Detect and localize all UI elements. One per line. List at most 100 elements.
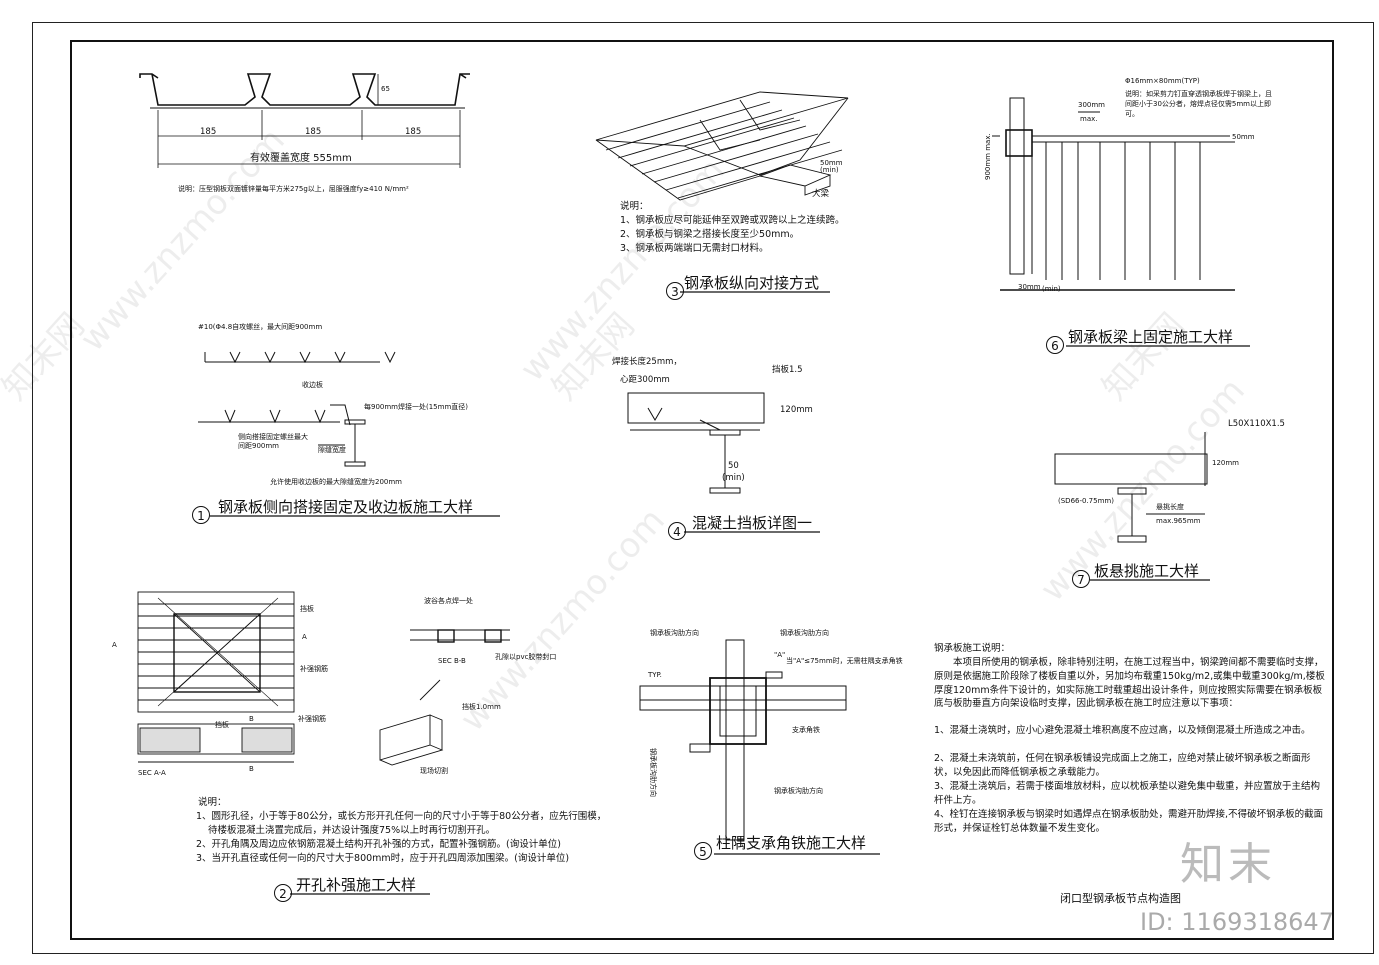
d2-note-3: 2、开孔角隅及周边应依钢筋混凝土结构开孔补强的方式，配置补强钢筋。(询设计单位): [196, 839, 561, 850]
d3-note-3: 3、钢承板两端端口无需封口材料。: [620, 243, 769, 254]
detail-7-linework: [1054, 432, 1208, 543]
deck-profile-section: [139, 73, 470, 109]
d7-title: 板悬挑施工大样: [1094, 562, 1200, 580]
d5-number: 5: [694, 842, 712, 860]
drawing-border: [70, 40, 1334, 940]
construction-note-1: 1、混凝土浇筑时，应小心避免混凝土堆积高度不应过高，以及倾倒混凝土所造成之冲击。: [934, 725, 1311, 736]
d4-dim-min2: (min): [722, 473, 745, 483]
d2-sec-aa: SEC A-A: [138, 769, 166, 777]
construction-note-intro: 本项目所使用的钢承板，除非特别注明，在施工过程当中，钢梁跨间都不需要临时支撑，原…: [934, 657, 1325, 710]
d2-note-1: 1、圆形孔径，小于等于80公分，或长方形开孔任何一向的尺寸小于等于80公分者，应…: [196, 811, 607, 822]
d6-note: 说明：如采剪力钉直穿透钢承板焊于钢梁上，且间距小于30公分者，熔焊点径仅需5mm…: [1125, 90, 1272, 118]
construction-note-2: 2、混凝土未浇筑前，任何在钢承板铺设完成面上之施工，应绝对禁止破坏钢承板之断面形…: [934, 753, 1311, 778]
profile-effective-width: 有效覆盖宽度 555mm: [250, 153, 352, 164]
d7-angle: L50X110X1.5: [1228, 419, 1285, 429]
d7-len: 悬挑长度: [1156, 503, 1184, 511]
d5-dir-3: 钢承板沟肋方向: [774, 787, 823, 795]
d3-notes-title: 说明：: [620, 201, 649, 212]
d2-cut: 现场切割: [420, 767, 448, 775]
profile-height: 65: [381, 85, 390, 93]
d5-a: "A": [774, 651, 786, 659]
d3-beam: 大梁: [812, 189, 830, 199]
d4-dim-slab: 120mm: [780, 405, 813, 415]
d1-label-gap: 隙缝宽度: [318, 446, 346, 454]
d6-dim-max: max.: [1080, 115, 1098, 123]
d2-note-2: 待楼板混凝土浇置完成后，并达设计强度75%以上时再行切割开孔。: [208, 825, 496, 836]
d6-dim-30: 30mm: [1018, 283, 1041, 291]
d2-sec-bb: SEC B-B: [438, 657, 466, 665]
d2-thick: 挡板1.0mm: [462, 703, 501, 711]
d3-dim: 50mm (min): [820, 159, 843, 174]
detail-6-linework: [992, 97, 1235, 291]
d2-rebar2: 补强钢筋: [298, 715, 326, 723]
d6-dim-min: (min): [1042, 285, 1061, 293]
d2-plate: 挡板: [300, 605, 314, 613]
d6-dim-300: 300mm: [1078, 101, 1105, 109]
deck-isometric: [595, 91, 849, 201]
d1-label-top: #10(Φ4.8自攻螺丝，最大间距900mm: [198, 323, 323, 331]
profile-dim-1: 185: [200, 127, 217, 137]
d1-title: 钢承板侧向搭接固定及收边板施工大样: [218, 498, 474, 516]
d4-plate: 挡板1.5: [772, 365, 803, 375]
d1-label-side: 侧向搭接固定螺丝最大间距900mm: [238, 433, 308, 451]
drawing-title: 闭口型钢承板节点构造图: [1060, 892, 1181, 905]
d2-rebar: 补强钢筋: [300, 665, 328, 673]
construction-note-4: 4、栓钉在连接钢承板与钢梁时如遇焊点在钢承板肋处，需避开肋焊接,不得破坏钢承板的…: [934, 809, 1324, 834]
profile-dim-2: 185: [305, 127, 322, 137]
d4-weld: 焊接长度25mm，: [612, 357, 682, 367]
d5-cond: 当"A"≤75mm时，无需柱隅支承角铁: [786, 657, 903, 665]
d5-angle: 支承角铁: [792, 726, 820, 734]
brand-logo: 知末: [1180, 839, 1276, 890]
d1-label-weld: 每900mm焊接一处(15mm直径): [364, 403, 469, 411]
construction-note-3: 3、混凝土浇筑后，若需于楼面堆放材料，应以枕板承垫以避免集中载重，并应置放于主结…: [934, 781, 1321, 806]
d1-label-allow: 允许使用收边板的最大隙缝宽度为200mm: [270, 478, 402, 486]
d7-max: max.965mm: [1156, 517, 1201, 525]
outer-frame: [32, 22, 1374, 954]
d5-typ: TYP.: [648, 671, 662, 679]
d1-number: 1: [192, 506, 210, 524]
detail-4-linework: [627, 392, 765, 494]
d3-note-1: 1、钢承板应尽可能延伸至双跨或双跨以上之连续跨。: [620, 215, 845, 226]
d7-dim-slab: 120mm: [1212, 459, 1239, 467]
profile-note: 说明：压型钢板双面镀锌量每平方米275g以上，屈服强度fy≥410 N/mm²: [178, 185, 409, 193]
d2-mark-a-left: A: [112, 641, 117, 649]
d2-mark-a-right: A: [302, 633, 307, 641]
d2-notes-title: 说明：: [198, 797, 227, 808]
d2-weld-each: 波谷各点焊一处: [424, 597, 473, 605]
d4-center: 心距300mm: [620, 375, 670, 385]
d7-deck: (SD66-0.75mm): [1058, 497, 1114, 505]
d5-dir-2: 钢承板沟肋方向: [780, 629, 829, 637]
d4-number: 4: [668, 522, 686, 540]
detail-2-linework: [137, 591, 510, 766]
d3-title: 钢承板纵向对接方式: [684, 274, 820, 292]
d2-number: 2: [274, 884, 292, 902]
d7-number: 7: [1072, 570, 1090, 588]
title-underlines: [210, 291, 1250, 895]
d4-title: 混凝土挡板详图一: [692, 514, 813, 532]
d2-mark-b-top: B: [249, 715, 254, 723]
d5-dir-4: 钢承板沟肋方向: [649, 748, 657, 797]
d3-note-2: 2、钢承板与钢梁之搭接长度至少50mm。: [620, 229, 800, 240]
d2-pvc: 孔隙以pvc胶带封口: [495, 653, 557, 661]
detail-1-linework: [198, 351, 396, 467]
construction-notes-title: 钢承板施工说明：: [934, 643, 1011, 654]
d2-mark-b-bottom: B: [249, 765, 254, 773]
d3-number: 3: [666, 282, 684, 300]
d6-title: 钢承板梁上固定施工大样: [1068, 328, 1234, 346]
d1-label-edge: 收边板: [302, 381, 323, 389]
d2-note-4: 3、当开孔直径或任何一向的尺寸大于800mm时，应于开孔四周添加围梁。(询设计单…: [196, 853, 570, 864]
detail-5-linework: [639, 639, 847, 841]
watermark-id: ID: 1169318647: [1140, 908, 1334, 936]
d6-dim-50: 50mm: [1232, 133, 1255, 141]
d4-dim-min: 50: [728, 461, 739, 471]
d5-title: 柱隅支承角铁施工大样: [716, 834, 867, 852]
profile-dim-3: 185: [405, 127, 422, 137]
d2-plate2: 挡板: [215, 721, 229, 729]
d6-number: 6: [1046, 336, 1064, 354]
profile-dimensions: [157, 74, 461, 168]
d6-dim-900: 900mm max.: [984, 133, 992, 180]
d5-dir-1: 钢承板沟肋方向: [650, 629, 699, 637]
d2-title: 开孔补强施工大样: [296, 876, 417, 894]
d6-stud: Φ16mm×80mm(TYP): [1125, 77, 1200, 85]
